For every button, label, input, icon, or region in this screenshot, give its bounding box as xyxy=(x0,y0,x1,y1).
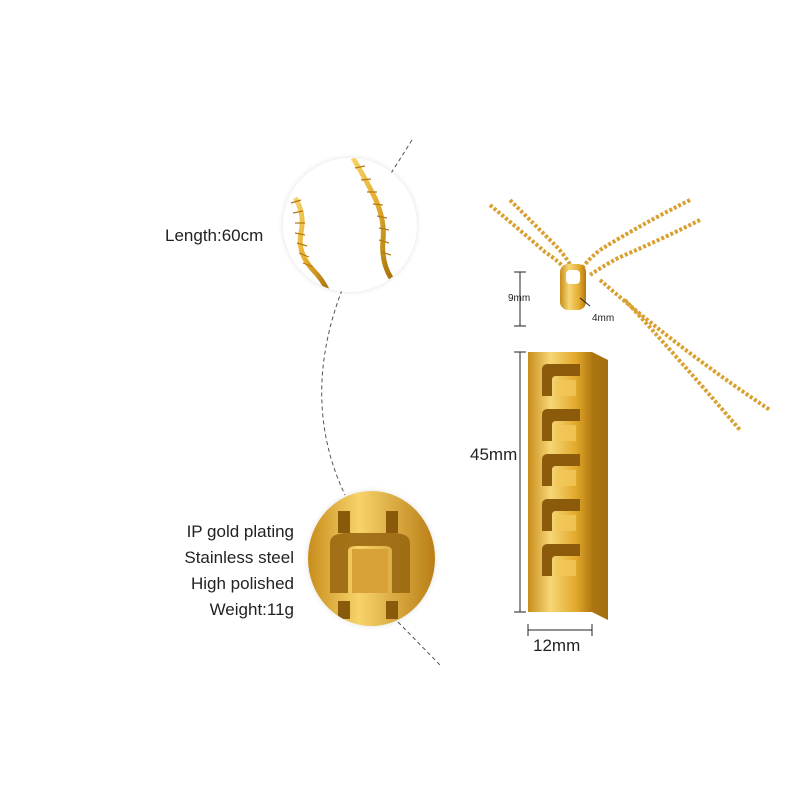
spec-weight: Weight:11g xyxy=(209,600,294,619)
bail-width-label: 4mm xyxy=(592,313,615,324)
pendant-height-label: 45mm xyxy=(470,445,518,464)
spec-list: IP gold plating Stainless steel High pol… xyxy=(184,519,294,623)
spec-plating: IP gold plating xyxy=(186,522,294,541)
spec-material: Stainless steel xyxy=(184,548,294,567)
spec-finish: High polished xyxy=(190,574,294,593)
length-label: Length:60cm xyxy=(165,226,264,245)
pendant-width-label: 12mm xyxy=(533,636,581,655)
pendant-closeup-image xyxy=(308,491,435,626)
bail-height-label: 9mm xyxy=(508,293,531,304)
chain-closeup-image xyxy=(283,158,417,292)
